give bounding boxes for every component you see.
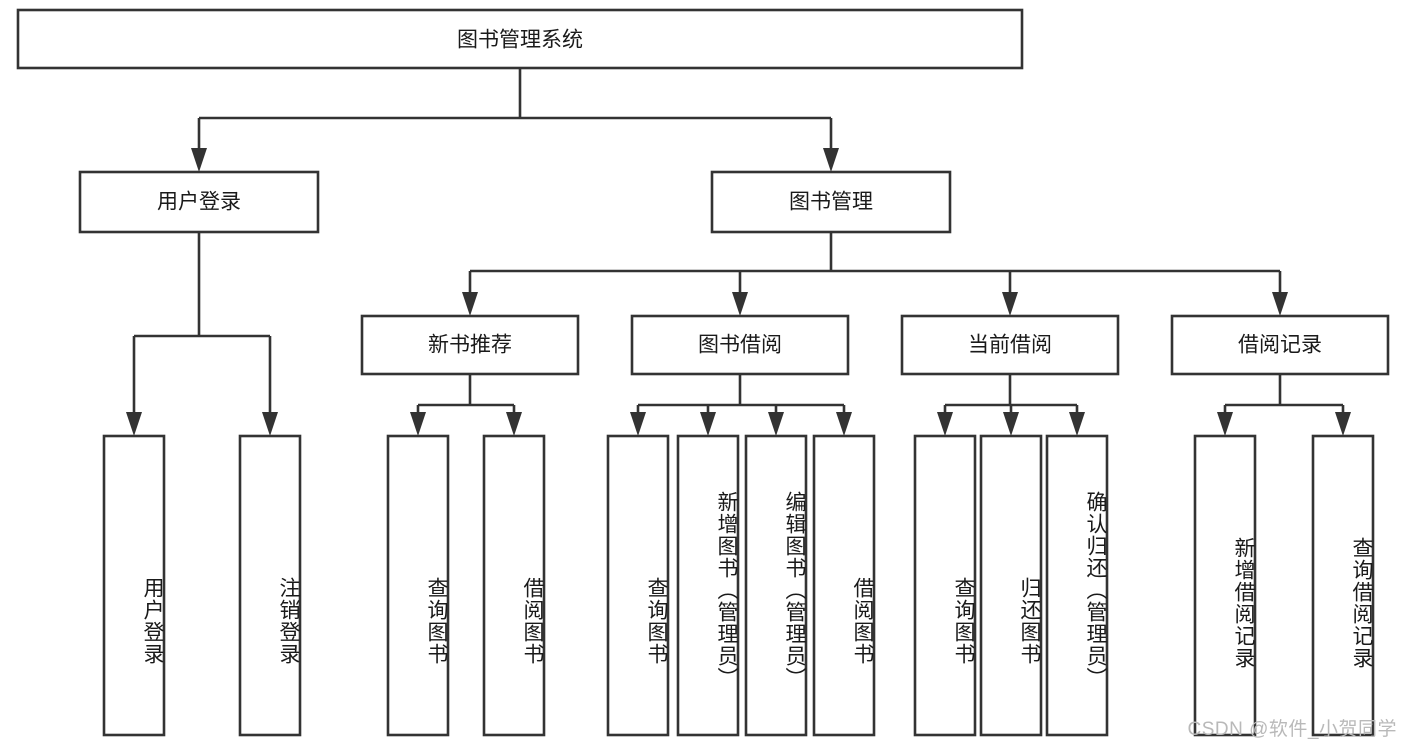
node-user-login-box[interactable] xyxy=(78,170,320,234)
arrow-current-borrow-leaf-1 xyxy=(937,412,953,436)
arrow-to-borrow-record xyxy=(1272,292,1288,316)
arrow-user-login-leaf-2 xyxy=(262,412,278,436)
node-user-login-label: 用户登录 xyxy=(157,191,241,214)
arrow-borrow-record-leaf-1 xyxy=(1217,412,1233,436)
arrow-to-new-book-rec xyxy=(462,292,478,316)
node-book-borrow-box[interactable] xyxy=(630,314,850,376)
node-book-borrow-label: 图书借阅 xyxy=(698,334,782,357)
node-current-borrow[interactable]: 当前借阅 xyxy=(900,314,1120,376)
arrow-new-book-rec-leaf-2 xyxy=(506,412,522,436)
arrow-to-book-borrow xyxy=(732,292,748,316)
arrow-new-book-rec-leaf-1 xyxy=(410,412,426,436)
node-root-label: 图书管理系统 xyxy=(457,29,583,52)
node-new-book-recommend-label: 新书推荐 xyxy=(428,334,512,357)
arrow-book-borrow-leaf-2 xyxy=(700,412,716,436)
leaf-box-edit-book-admin[interactable] xyxy=(744,434,808,737)
node-book-manage-label: 图书管理 xyxy=(789,191,873,214)
arrow-current-borrow-leaf-2 xyxy=(1003,412,1019,436)
node-current-borrow-label: 当前借阅 xyxy=(968,334,1052,357)
node-borrow-record[interactable]: 借阅记录 xyxy=(1170,314,1390,376)
watermark-label: CSDN @软件_小贺同学 xyxy=(1187,719,1397,740)
leaf-box-borrow-book[interactable] xyxy=(812,434,876,737)
leaf-box-logout[interactable] xyxy=(238,434,302,737)
leaf-box-add-borrow-record[interactable] xyxy=(1193,434,1257,737)
node-book-manage-box[interactable] xyxy=(710,170,952,234)
node-root-box[interactable] xyxy=(16,8,1024,70)
node-borrow-record-label: 借阅记录 xyxy=(1238,334,1322,357)
leaf-box-confirm-return-admin[interactable] xyxy=(1045,434,1109,737)
leaf-box-query-book-rec[interactable] xyxy=(386,434,450,737)
arrow-to-current-borrow xyxy=(1002,292,1018,316)
leaf-box-query-book-current[interactable] xyxy=(913,434,977,737)
leaf-box-user-login[interactable] xyxy=(102,434,166,737)
arrow-current-borrow-leaf-3 xyxy=(1069,412,1085,436)
leaf-box-group xyxy=(102,434,1375,737)
arrow-user-login-leaf-1 xyxy=(126,412,142,436)
node-borrow-record-box[interactable] xyxy=(1170,314,1390,376)
node-user-login[interactable]: 用户登录 xyxy=(78,170,320,234)
node-new-book-recommend[interactable]: 新书推荐 xyxy=(360,314,580,376)
node-book-borrow[interactable]: 图书借阅 xyxy=(630,314,850,376)
connector-group xyxy=(126,68,1351,436)
node-current-borrow-box[interactable] xyxy=(900,314,1120,376)
arrow-root-to-user-login xyxy=(191,148,207,172)
arrow-borrow-record-leaf-2 xyxy=(1335,412,1351,436)
leaf-box-add-book-admin[interactable] xyxy=(676,434,740,737)
arrow-book-borrow-leaf-1 xyxy=(630,412,646,436)
node-book-manage[interactable]: 图书管理 xyxy=(710,170,952,234)
leaf-box-return-book[interactable] xyxy=(979,434,1043,737)
node-new-book-recommend-box[interactable] xyxy=(360,314,580,376)
node-root[interactable]: 图书管理系统 xyxy=(16,8,1024,70)
arrow-book-borrow-leaf-3 xyxy=(768,412,784,436)
arrow-book-borrow-leaf-4 xyxy=(836,412,852,436)
arrow-root-to-book-manage xyxy=(823,148,839,172)
leaf-box-borrow-book-rec[interactable] xyxy=(482,434,546,737)
leaf-box-query-book-borrow[interactable] xyxy=(606,434,670,737)
leaf-box-query-borrow-record[interactable] xyxy=(1311,434,1375,737)
